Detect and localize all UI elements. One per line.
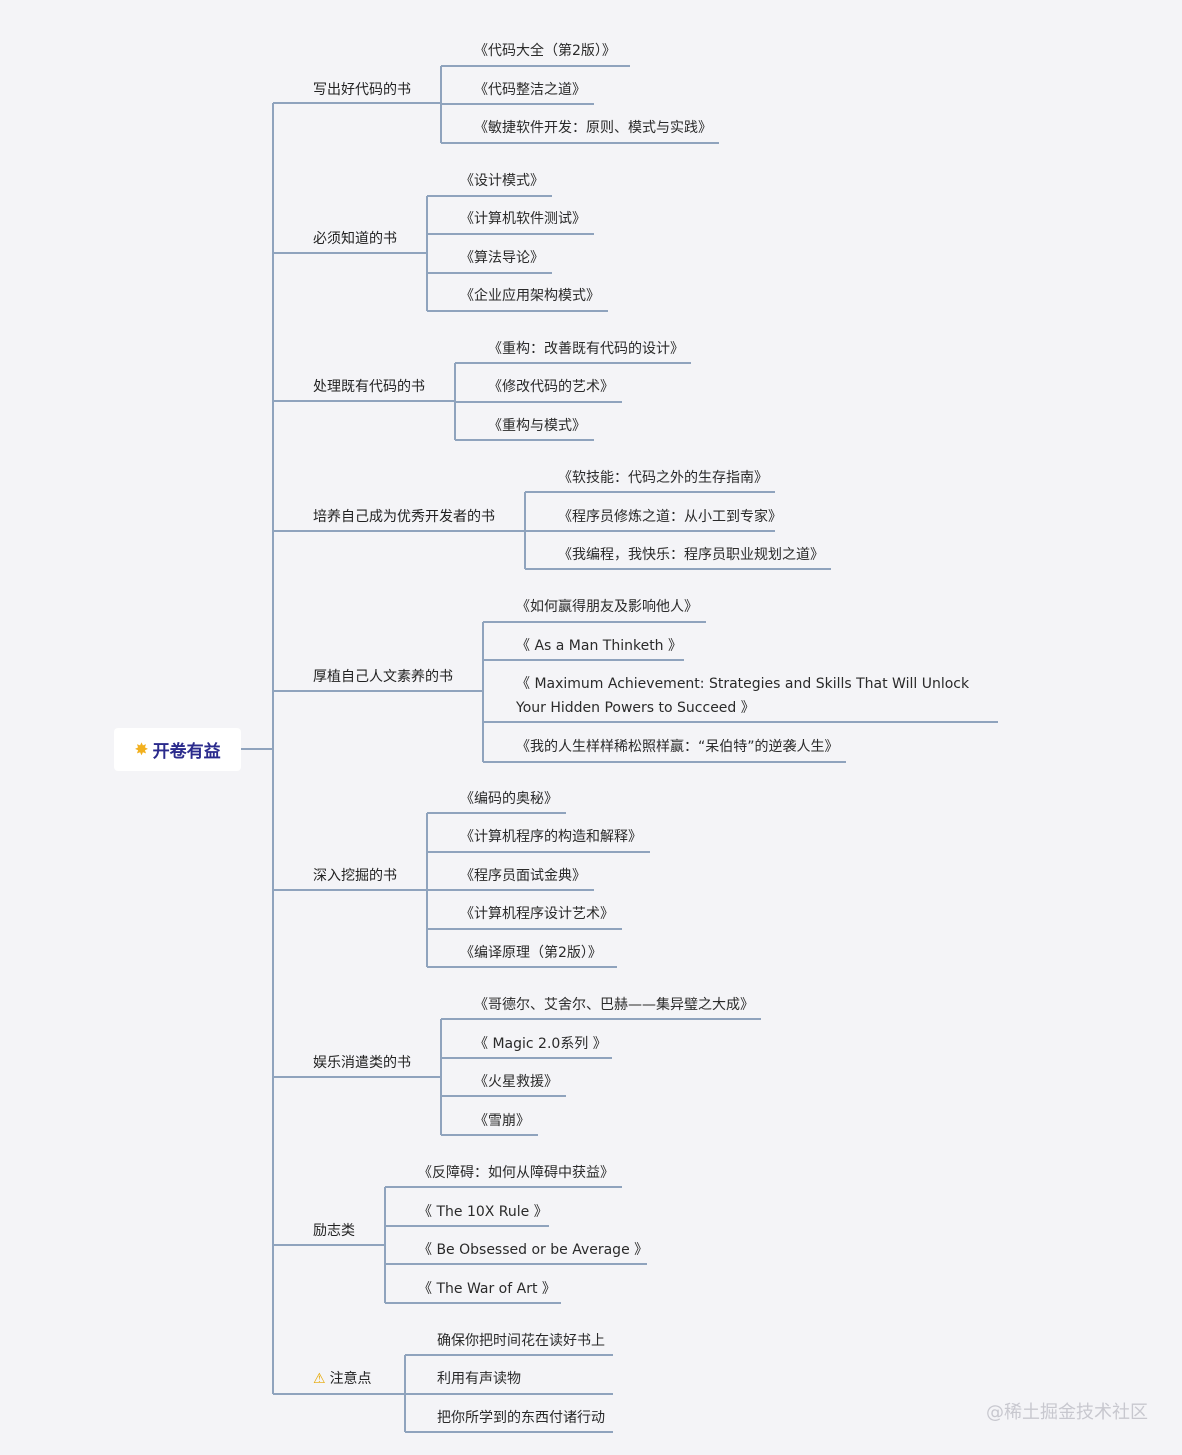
watermark-text: @稀土掘金技术社区 (986, 1402, 1148, 1423)
book-item[interactable]: 《计算机程序设计艺术》 (460, 906, 614, 922)
book-item[interactable]: 《 As a Man Thinketh 》 (516, 638, 683, 654)
category-write-good-code[interactable]: 写出好代码的书 (313, 82, 411, 98)
book-item[interactable]: 《修改代码的艺术》 (488, 379, 614, 395)
book-item[interactable]: 《雪崩》 (474, 1113, 530, 1129)
book-item[interactable]: 《我的人生样样稀松照样赢：“呆伯特”的逆袭人生》 (516, 739, 839, 755)
book-item[interactable]: 《设计模式》 (460, 173, 544, 189)
book-item[interactable]: 《火星救援》 (474, 1074, 558, 1090)
book-item[interactable]: 《 Magic 2.0系列 》 (474, 1036, 607, 1052)
note-item[interactable]: 确保你把时间花在读好书上 (437, 1333, 605, 1349)
book-item[interactable]: 《哥德尔、艾舍尔、巴赫——集异璧之大成》 (474, 997, 754, 1013)
book-item[interactable]: 《计算机软件测试》 (460, 211, 586, 227)
category-notes-label: 注意点 (329, 1371, 372, 1387)
book-item[interactable]: 《代码整洁之道》 (474, 82, 586, 98)
book-item[interactable]: 《程序员面试金典》 (460, 868, 586, 884)
root-label: 开卷有益 (152, 742, 221, 762)
note-item[interactable]: 把你所学到的东西付诸行动 (437, 1410, 605, 1426)
book-item[interactable]: 《企业应用架构模式》 (460, 288, 600, 304)
category-legacy-code[interactable]: 处理既有代码的书 (313, 379, 425, 395)
book-item[interactable]: 《敏捷软件开发：原则、模式与实践》 (474, 120, 712, 136)
warning-icon: ⚠ (313, 1371, 326, 1387)
category-entertainment[interactable]: 娱乐消遣类的书 (313, 1055, 411, 1071)
book-item[interactable]: 《重构与模式》 (488, 418, 586, 434)
category-must-know[interactable]: 必须知道的书 (313, 231, 397, 247)
category-inspirational[interactable]: 励志类 (313, 1223, 355, 1239)
root-node[interactable]: ✸ 开卷有益 (114, 728, 241, 771)
book-item[interactable]: 《程序员修炼之道：从小工到专家》 (558, 509, 782, 525)
book-item[interactable]: 《 Be Obsessed or be Average 》 (418, 1242, 649, 1258)
sparkle-star-icon: ✸ (134, 739, 149, 760)
category-notes[interactable]: ⚠注意点 (313, 1369, 372, 1389)
book-item[interactable]: 《算法导论》 (460, 250, 544, 266)
book-item[interactable]: 《计算机程序的构造和解释》 (460, 829, 642, 845)
book-item[interactable]: 《编码的奥秘》 (460, 791, 558, 807)
category-great-developer[interactable]: 培养自己成为优秀开发者的书 (313, 509, 495, 525)
book-item[interactable]: 《 The 10X Rule 》 (418, 1204, 548, 1220)
book-item[interactable]: 《编译原理（第2版）》 (460, 945, 602, 961)
category-humanities[interactable]: 厚植自己人文素养的书 (313, 669, 453, 685)
book-item[interactable]: 《代码大全（第2版）》 (474, 43, 616, 59)
book-item[interactable]: 《反障碍：如何从障碍中获益》 (418, 1165, 614, 1181)
category-deep-dive[interactable]: 深入挖掘的书 (313, 868, 397, 884)
book-item[interactable]: 《 The War of Art 》 (418, 1281, 556, 1297)
note-item[interactable]: 利用有声读物 (437, 1371, 521, 1387)
book-item[interactable]: 《我编程，我快乐：程序员职业规划之道》 (558, 547, 824, 563)
book-item[interactable]: 《如何赢得朋友及影响他人》 (516, 599, 698, 615)
book-item[interactable]: 《软技能：代码之外的生存指南》 (558, 470, 768, 486)
book-item[interactable]: 《 Maximum Achievement: Strategies and Sk… (516, 676, 970, 716)
book-item[interactable]: 《重构：改善既有代码的设计》 (488, 341, 684, 357)
